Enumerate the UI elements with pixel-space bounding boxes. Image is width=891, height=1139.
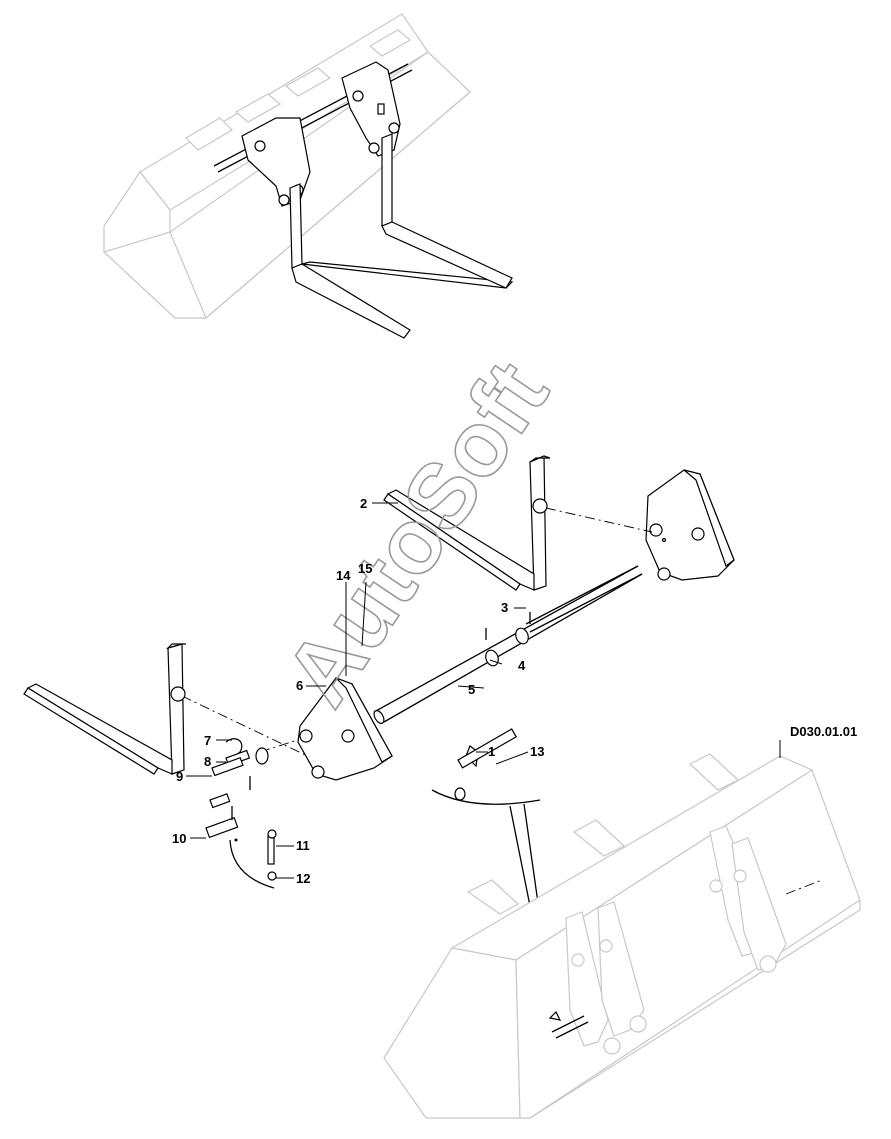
callout-13: 13	[530, 744, 544, 759]
callout-15: 15	[358, 561, 372, 576]
fork-right-top	[341, 61, 513, 289]
callout-11: 11	[296, 838, 310, 853]
callout-leaders	[186, 502, 529, 879]
assembled-bucket-view	[102, 13, 514, 339]
callout-10: 10	[172, 831, 186, 846]
callout-8: 8	[204, 754, 211, 769]
callout-2: 2	[360, 496, 367, 511]
bracket-right-exploded	[645, 469, 735, 581]
bracket-left-exploded	[297, 677, 393, 781]
shaft-exploded	[373, 565, 643, 724]
callout-5: 5	[468, 682, 475, 697]
fork-left-top	[241, 117, 514, 339]
callout-labels: 2 3 4 5 6 14 15 7 8 9 10 11 12 1 13 D030…	[172, 496, 857, 886]
small-parts-left	[205, 738, 277, 889]
callout-6: 6	[296, 678, 303, 693]
callout-3: 3	[501, 600, 508, 615]
callout-12: 12	[296, 871, 310, 886]
callout-7: 7	[204, 733, 211, 748]
callout-4: 4	[518, 658, 526, 673]
callout-1: 1	[488, 744, 495, 759]
bucket-lower-view	[383, 740, 861, 1119]
callout-14: 14	[336, 568, 351, 583]
callout-9: 9	[176, 769, 183, 784]
fork-left-exploded	[23, 643, 186, 775]
document-number: D030.01.01	[790, 724, 857, 739]
fork-right-exploded	[383, 455, 551, 591]
